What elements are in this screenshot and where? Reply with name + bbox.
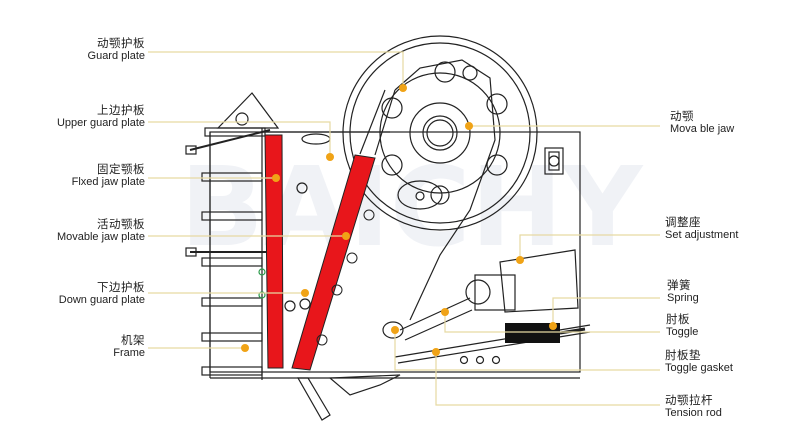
label-movable-jaw: 动颚 Mova ble jaw xyxy=(670,109,735,136)
movable-jaw-plate xyxy=(291,154,376,371)
fixed-jaw-plate xyxy=(264,134,284,369)
spring xyxy=(505,323,586,343)
label-guard-plate: 动颚护板 Guard plate xyxy=(87,36,145,63)
flywheel xyxy=(342,35,538,321)
label-toggle: 肘板 Toggle xyxy=(666,312,699,339)
leader-lines xyxy=(148,51,660,406)
label-fixed-jaw-plate: 固定颚板 Flxed jaw plate xyxy=(71,162,145,189)
jaw-plates xyxy=(264,89,396,371)
label-tension-rod: 动颚拉杆 Tension rod xyxy=(665,393,722,420)
label-frame: 机架 Frame xyxy=(113,333,145,360)
marker-dots xyxy=(241,84,557,356)
svg-text:BAICHY: BAICHY xyxy=(180,143,644,271)
label-down-guard-plate: 下边护板 Down guard plate xyxy=(58,280,145,307)
label-toggle-gasket: 肘板垫 Toggle gasket xyxy=(665,348,733,375)
label-upper-guard-plate: 上边护板 Upper guard plate xyxy=(56,103,145,130)
label-set-adjustment: 调整座 Set adjustment xyxy=(665,215,739,242)
label-spring: 弹簧 Spring xyxy=(667,278,699,305)
frame xyxy=(185,92,581,421)
label-movable-jaw-plate: 活动颚板 Movable jaw plate xyxy=(56,217,145,244)
watermark: BAICHY xyxy=(180,143,644,271)
